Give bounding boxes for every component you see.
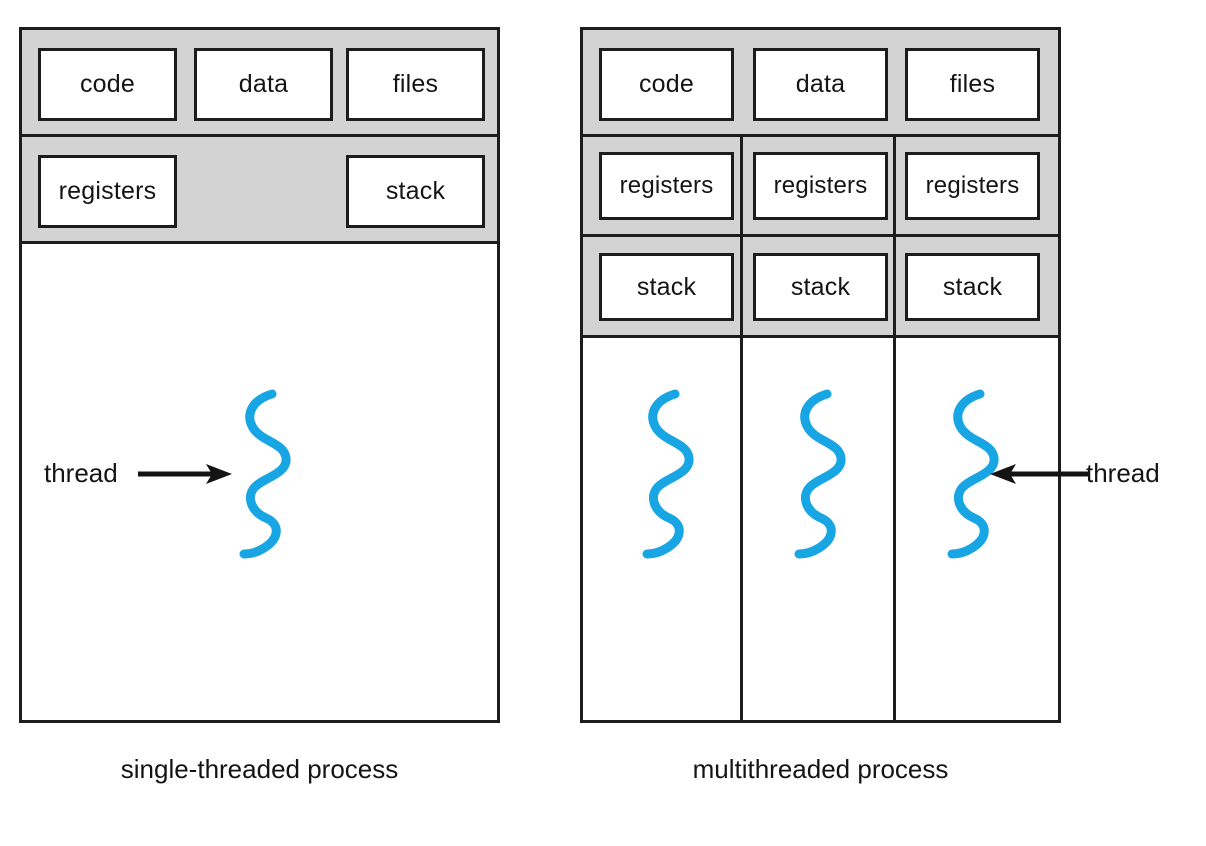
cell-files: files: [905, 48, 1040, 121]
cell-registers: registers: [38, 155, 177, 228]
thread-column-divider: [740, 338, 743, 720]
thread-column-divider: [893, 137, 896, 234]
multithreaded-registers-band: registers registers registers: [583, 137, 1058, 237]
thread-column-divider: [893, 237, 896, 335]
multithreaded-thread-area: [583, 338, 1058, 720]
multithreaded-stacks-band: stack stack stack: [583, 237, 1058, 338]
thread-annotation-label-right: thread: [1086, 458, 1160, 488]
thread-column-divider: [893, 338, 896, 720]
cell-stack-thread-3: stack: [905, 253, 1040, 321]
thread-arrow-right-icon: [138, 464, 232, 484]
multithreaded-resources-band: code data files: [583, 30, 1058, 137]
single-threaded-per-thread-band: registers stack: [22, 137, 497, 244]
caption-multithreaded: multithreaded process: [692, 754, 949, 784]
cell-data: data: [194, 48, 333, 121]
cell-code: code: [38, 48, 177, 121]
cell-registers-thread-2: registers: [753, 152, 888, 220]
cell-stack-thread-1: stack: [599, 253, 734, 321]
thread-annotation-label-left: thread: [44, 458, 118, 488]
cell-registers-thread-3: registers: [905, 152, 1040, 220]
cell-code: code: [599, 48, 734, 121]
multithreaded-process-panel: code data files registers registers regi…: [580, 27, 1061, 723]
cell-files: files: [346, 48, 485, 121]
thread-column-divider: [740, 237, 743, 335]
thread-arrow-left-icon: [990, 464, 1090, 484]
cell-stack-thread-2: stack: [753, 253, 888, 321]
thread-column-divider: [740, 137, 743, 234]
single-threaded-process-panel: code data files registers stack: [19, 27, 500, 723]
cell-stack: stack: [346, 155, 485, 228]
cell-data: data: [753, 48, 888, 121]
cell-registers-thread-1: registers: [599, 152, 734, 220]
caption-single-threaded: single-threaded process: [120, 754, 399, 784]
single-threaded-resources-band: code data files: [22, 30, 497, 137]
